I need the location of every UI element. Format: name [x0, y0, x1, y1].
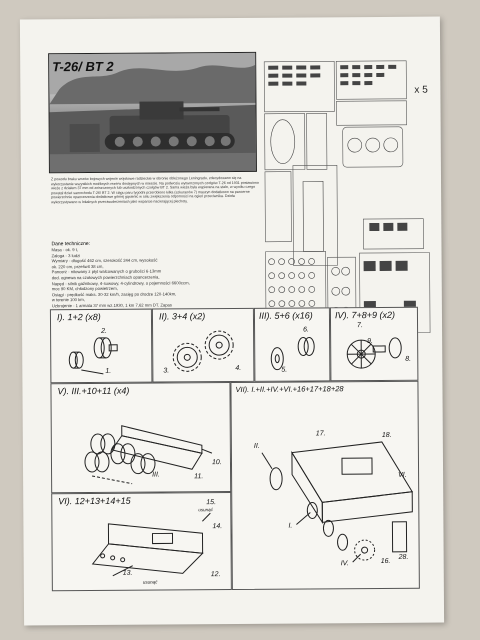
- part-number: 5.: [281, 366, 288, 374]
- step-4-panel: IV). 7+8+9 (x2) 7. 9. 8.: [329, 306, 419, 382]
- part-number: IV.: [340, 560, 349, 568]
- part-number: III.: [152, 471, 160, 479]
- part-number: 16.: [380, 557, 391, 565]
- step-3-panel: III). 5+6 (x16) 6. 5.: [253, 307, 331, 382]
- part-number: 4.: [235, 364, 242, 372]
- page-title: T-26/ BT 2: [52, 58, 114, 75]
- step-7-drawing: [261, 441, 414, 563]
- step-1-drawing: [68, 337, 118, 375]
- step-6-drawing: [91, 512, 211, 577]
- note-remove: usunąć: [198, 507, 213, 513]
- part-number: 15.: [206, 499, 217, 507]
- part-number: 12.: [210, 571, 221, 579]
- sprue-multiplier: x 5: [414, 84, 428, 96]
- tank-photo: [48, 51, 257, 174]
- part-number: 14.: [212, 523, 223, 531]
- part-number: 7.: [357, 322, 363, 330]
- part-number: 3.: [163, 367, 170, 375]
- step-5-panel: V). III.+10+11 (x4) 10. 11. III.: [50, 382, 232, 494]
- part-number: I.: [288, 522, 293, 530]
- note-remove: usunąć: [142, 579, 158, 585]
- part-number: 2.: [101, 327, 107, 335]
- part-number: 11.: [194, 473, 204, 481]
- instruction-sheet: T-26/ BT 2 Z powodu braku wozów bojowych…: [19, 16, 445, 626]
- step-6-panel: VI). 12+13+14+15 usunąć 15. 14. 13. usun…: [51, 492, 232, 592]
- part-number: 18.: [381, 431, 392, 439]
- part-number: II.: [253, 442, 260, 450]
- part-number: 9.: [367, 338, 374, 346]
- part-number: 6.: [303, 326, 309, 334]
- part-number: 28.: [398, 553, 409, 561]
- step-3-drawing: [270, 336, 315, 371]
- part-number: 13.: [122, 569, 133, 577]
- step-4-drawing: [346, 337, 402, 369]
- part-number: 10.: [211, 459, 222, 467]
- step-2-drawing: [172, 330, 234, 372]
- part-number: VI.: [398, 471, 407, 479]
- step-7-panel: VII). I.+II.+IV.+VI.+16+17+18+28 II. 17.…: [230, 380, 420, 591]
- tank-photo-drawing: [49, 52, 256, 173]
- history-paragraph: Z powodu braku wozów bojowych wojenie wo…: [50, 175, 259, 205]
- part-number: 1.: [105, 367, 112, 375]
- technical-data: Dane techniczne: Masa - ok. 9 t, Załoga …: [51, 240, 262, 315]
- parts-sprue-diagram: [263, 60, 431, 349]
- part-number: 17.: [315, 430, 326, 438]
- step-2-panel: II). 3+4 (x2) 3. 4.: [151, 307, 255, 383]
- part-number: 8.: [405, 355, 412, 363]
- step-1-panel: I). 1+2 (x8) 2. 1.: [49, 308, 153, 384]
- step-5-drawing: [84, 425, 213, 485]
